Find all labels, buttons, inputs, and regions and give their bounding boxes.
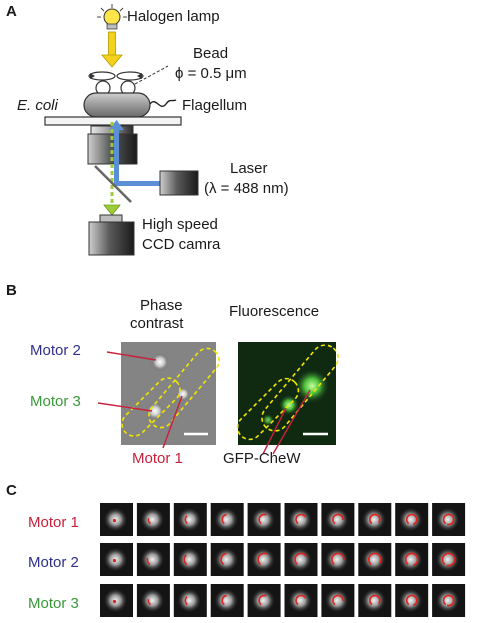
- frame-3-10: [432, 584, 466, 617]
- frame-3-3: [173, 584, 207, 617]
- frame-3-4: [210, 584, 244, 617]
- row-label-motor3: Motor 3: [28, 595, 79, 612]
- motor1-label: Motor 1: [132, 450, 183, 467]
- frame-3-9: [395, 584, 429, 617]
- lamp-icon: [97, 4, 127, 30]
- frame-1-3: [173, 503, 207, 536]
- setup-schematic: [44, 4, 199, 256]
- frame-1-4: [210, 503, 244, 536]
- micrographs: [97, 342, 339, 455]
- frame-2-1: [100, 543, 133, 576]
- frame-3-6: [284, 584, 318, 617]
- bead-label: Bead: [193, 45, 229, 62]
- ecoli-label: E. coli: [17, 97, 58, 114]
- laser-wavelength-label: (λ = 488 nm): [204, 180, 289, 197]
- camera-label-2: CCD camra: [142, 236, 221, 253]
- camera-arrow: [103, 204, 121, 216]
- phase-label-1: Phase: [140, 297, 183, 314]
- gfp-chew-label: GFP-CheW: [223, 450, 301, 467]
- ecoli-cell: [83, 92, 151, 118]
- laser-source: [159, 170, 199, 196]
- bead-pointer: [134, 65, 169, 85]
- frame-2-5: [247, 543, 281, 576]
- camera-label-1: High speed: [142, 216, 218, 233]
- laser-beam: [109, 120, 160, 186]
- frame-2-3: [173, 543, 207, 576]
- frame-3-1: [100, 584, 133, 617]
- fluorescence-label: Fluorescence: [229, 303, 320, 320]
- panel-a-letter: A: [6, 3, 17, 20]
- frame-3-7: [321, 584, 355, 617]
- frame-3-8: [358, 584, 392, 617]
- panel-b-letter: B: [6, 282, 17, 299]
- rotation-frames: [100, 503, 466, 617]
- frame-1-6: [284, 503, 318, 536]
- row-label-motor2: Motor 2: [28, 554, 79, 571]
- frame-1-1: [100, 503, 133, 536]
- phase-contrast-image: [121, 342, 220, 445]
- dichroic-mirror: [94, 165, 132, 203]
- motor2-label: Motor 2: [30, 342, 81, 359]
- camera-icon: [88, 214, 135, 256]
- flagellum-label: Flagellum: [182, 97, 248, 114]
- frame-3-5: [247, 584, 281, 617]
- frame-2-7: [321, 543, 355, 576]
- flagellum: [149, 99, 177, 107]
- frame-3-2: [136, 584, 170, 617]
- motor3-label: Motor 3: [30, 393, 81, 410]
- frame-1-8: [358, 503, 392, 536]
- frame-1-7: [321, 503, 355, 536]
- frame-1-10: [432, 503, 466, 536]
- laser-label: Laser: [230, 160, 268, 177]
- frame-2-9: [395, 543, 429, 576]
- rotation-arrows: [88, 71, 144, 81]
- bead-size-label: ϕ = 0.5 μm: [175, 65, 247, 82]
- frame-2-2: [136, 543, 170, 576]
- pointer-lines: [97, 351, 311, 455]
- halogen-lamp-label: Halogen lamp: [127, 8, 220, 25]
- frame-2-4: [210, 543, 244, 576]
- fluorescence-image: [236, 342, 339, 445]
- row-label-motor1: Motor 1: [28, 514, 79, 531]
- frame-1-9: [395, 503, 429, 536]
- frame-1-2: [136, 503, 170, 536]
- frame-2-8: [358, 543, 392, 576]
- panel-c-letter: C: [6, 482, 17, 499]
- lamp-arrow: [101, 31, 123, 68]
- phase-label-2: contrast: [130, 315, 184, 332]
- frame-2-6: [284, 543, 318, 576]
- frame-1-5: [247, 503, 281, 536]
- frame-2-10: [432, 543, 466, 576]
